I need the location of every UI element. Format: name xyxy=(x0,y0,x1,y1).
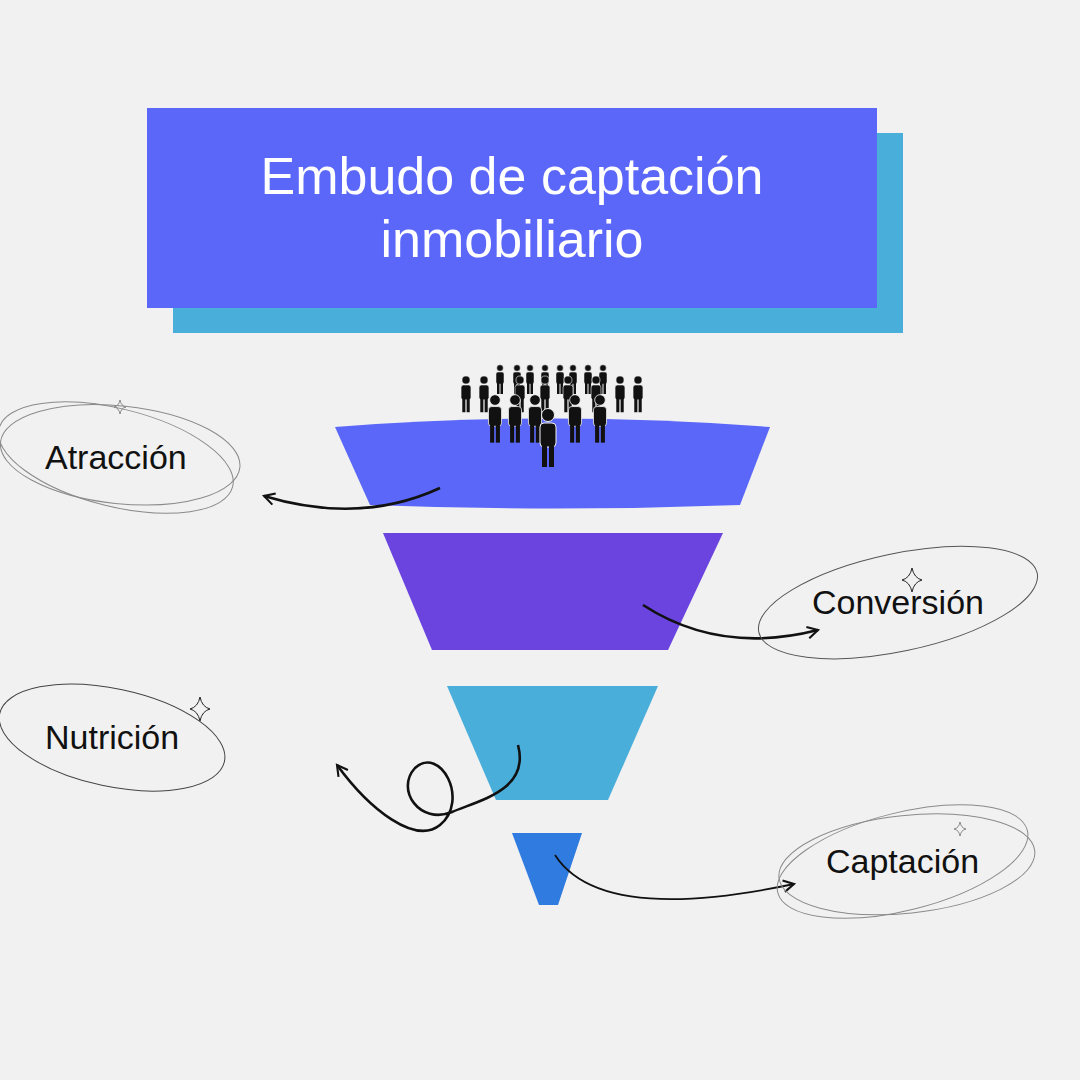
stage-label: Nutrición xyxy=(37,712,187,763)
stage-label: Captación xyxy=(818,836,987,887)
funnel-band xyxy=(447,686,658,800)
leader-arrow xyxy=(337,745,520,831)
stage-name: Atracción xyxy=(45,438,187,477)
title-panel xyxy=(147,108,877,308)
leader-arrow xyxy=(643,605,818,638)
ellipse-ring xyxy=(749,526,1048,681)
stage-name: Conversión xyxy=(812,583,984,622)
ellipse-ring xyxy=(0,394,245,516)
person-figure xyxy=(633,376,643,412)
title-text: Embudo de captación inmobiliario xyxy=(227,145,797,272)
person-figure xyxy=(496,365,504,394)
ellipse-ring xyxy=(766,783,1039,940)
person-figure xyxy=(508,395,521,443)
funnel-band xyxy=(383,533,723,650)
ellipse-ring xyxy=(774,803,1040,927)
ellipse-ring xyxy=(0,381,244,534)
stage-label: Atracción xyxy=(37,432,195,483)
person-figure xyxy=(593,395,606,443)
person-figure xyxy=(540,376,550,412)
person-figure xyxy=(461,376,471,412)
stage-name: Nutrición xyxy=(45,718,179,757)
funnel-band xyxy=(335,419,770,509)
person-figure xyxy=(488,395,501,443)
crowd-icon xyxy=(461,365,643,467)
funnel-band xyxy=(512,833,582,905)
person-figure xyxy=(568,395,581,443)
sparkle xyxy=(954,822,966,836)
stage-name: Captación xyxy=(826,842,979,881)
person-figure xyxy=(479,376,489,412)
ellipse-ring xyxy=(0,666,235,809)
person-figure xyxy=(526,365,534,394)
stage-label: Conversión xyxy=(804,577,992,628)
person-figure xyxy=(615,376,625,412)
person-figure xyxy=(540,409,556,468)
leader-arrow xyxy=(555,855,794,899)
leader-arrow xyxy=(264,488,440,509)
title-box: Embudo de captación inmobiliario xyxy=(147,108,877,308)
